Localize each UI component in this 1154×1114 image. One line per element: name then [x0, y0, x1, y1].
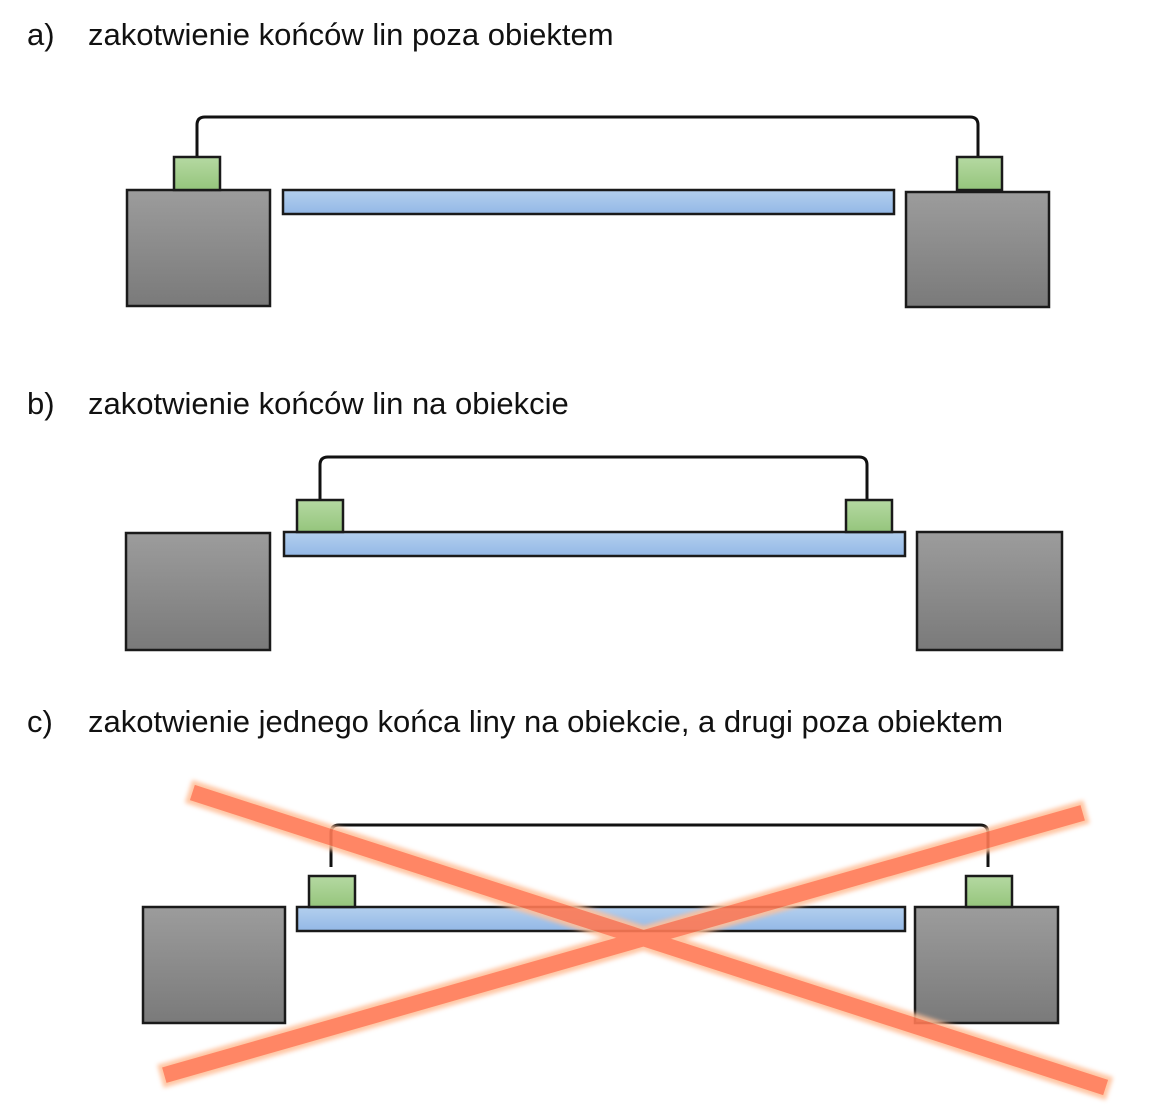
caption-label: c): [27, 704, 53, 739]
cross-out-mark: [157, 779, 1114, 1101]
right-anchor: [844, 498, 894, 534]
right-support-block: [913, 905, 1060, 1025]
left-anchor: [295, 498, 345, 534]
right-support-block: [904, 190, 1051, 309]
cross-line-2: [162, 805, 1085, 1083]
left-support-block: [124, 531, 272, 652]
rope: [195, 115, 980, 157]
left-support-block: [125, 188, 272, 308]
rope: [318, 455, 869, 500]
right-support-block: [915, 530, 1064, 652]
left-anchor: [307, 874, 357, 909]
left-anchor: [172, 155, 222, 192]
right-anchor: [955, 155, 1004, 192]
beam: [281, 188, 896, 216]
caption-label: b): [27, 386, 55, 421]
beam: [282, 530, 907, 558]
caption-text: zakotwienie końców lin poza obiektem: [88, 17, 614, 52]
right-anchor: [964, 874, 1014, 909]
diagram-a: [125, 115, 1051, 309]
caption-label: a): [27, 17, 55, 52]
caption-text: zakotwienie jednego końca liny na obiekc…: [88, 704, 1004, 739]
left-support-block: [141, 905, 287, 1025]
caption-text: zakotwienie końców lin na obiekcie: [88, 386, 569, 421]
diagram-b: [124, 455, 1064, 652]
